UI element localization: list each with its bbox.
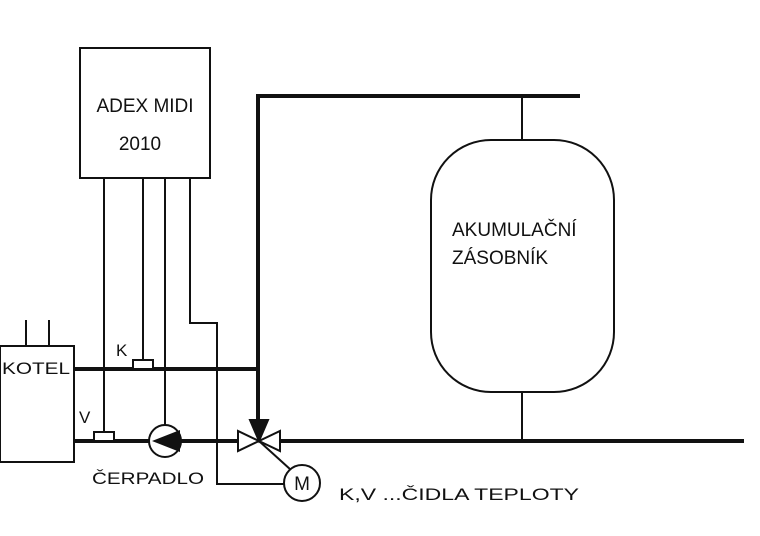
tank-label-line1: AKUMULAČNÍ xyxy=(452,219,577,241)
legend-text: K,V ...ČIDLA TEPLOTY xyxy=(339,485,579,504)
sensor-v xyxy=(93,431,115,442)
controller-wires xyxy=(103,178,286,485)
controller-name: ADEX MIDI xyxy=(96,96,193,117)
boiler-box xyxy=(0,345,75,463)
three-way-valve-icon xyxy=(237,419,281,453)
controller-year: 2010 xyxy=(119,134,161,155)
pump-label: ČERPADLO xyxy=(92,469,204,488)
tank-label-line2: ZÁSOBNÍK xyxy=(452,248,548,269)
controller-box xyxy=(79,47,211,179)
sensor-k-label: K xyxy=(116,341,128,360)
boiler-label: KOTEL xyxy=(2,359,70,378)
wire-motor xyxy=(189,178,286,485)
sensor-v-label: V xyxy=(79,408,91,427)
motor-icon: M xyxy=(283,464,321,502)
valve-actuator-shaft xyxy=(258,440,292,471)
sensor-k xyxy=(132,359,154,370)
pump-icon xyxy=(148,424,182,458)
motor-symbol: M xyxy=(294,474,310,495)
accumulation-tank xyxy=(430,139,615,393)
